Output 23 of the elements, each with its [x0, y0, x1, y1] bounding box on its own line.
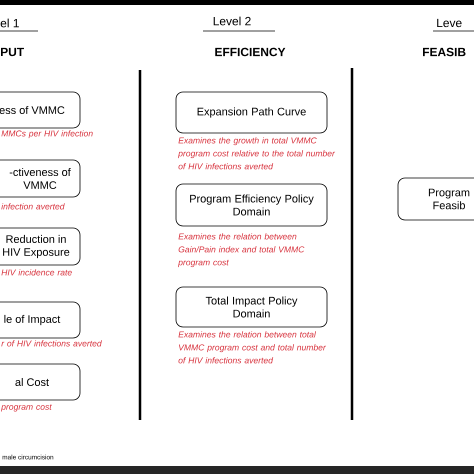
- description: HIV incidence rate: [1, 269, 72, 276]
- description: infection averted: [1, 203, 65, 210]
- level-heading: el 1: [0, 18, 19, 28]
- level-heading: Level 2: [214, 16, 251, 26]
- box: -ctiveness of VMMC: [0, 160, 80, 198]
- column-heading: PUT: [1, 48, 24, 56]
- box: Total Impact Policy Domain: [176, 286, 328, 328]
- box: Program Feasib: [398, 178, 474, 220]
- description: r of HIV infections averted: [1, 340, 102, 346]
- description: Examines the growth in total VMMC program cost relative to the total number of HIV infections averted: [178, 137, 336, 170]
- box: le of Impact: [0, 302, 80, 338]
- box: Expansion Path Curve: [176, 92, 328, 134]
- level-heading: Leve: [437, 18, 462, 28]
- box: al Cost: [0, 364, 80, 400]
- description: Examines the relation between Gain/Pain index and total VMMC program cost: [178, 233, 304, 268]
- box: Reduction in HIV Exposure: [0, 228, 80, 266]
- description: Examines the relation between total VMMC program cost and total number of HIV infections averted: [178, 331, 326, 364]
- description: MMCs per HIV infection: [1, 130, 93, 138]
- column-heading: EFFICIENCY: [215, 48, 286, 56]
- box: ess of VMMC: [0, 92, 80, 128]
- column-heading: FEASIB: [423, 48, 466, 56]
- box: Program Efficiency Policy Domain: [176, 184, 328, 226]
- description: program cost: [0, 404, 52, 412]
